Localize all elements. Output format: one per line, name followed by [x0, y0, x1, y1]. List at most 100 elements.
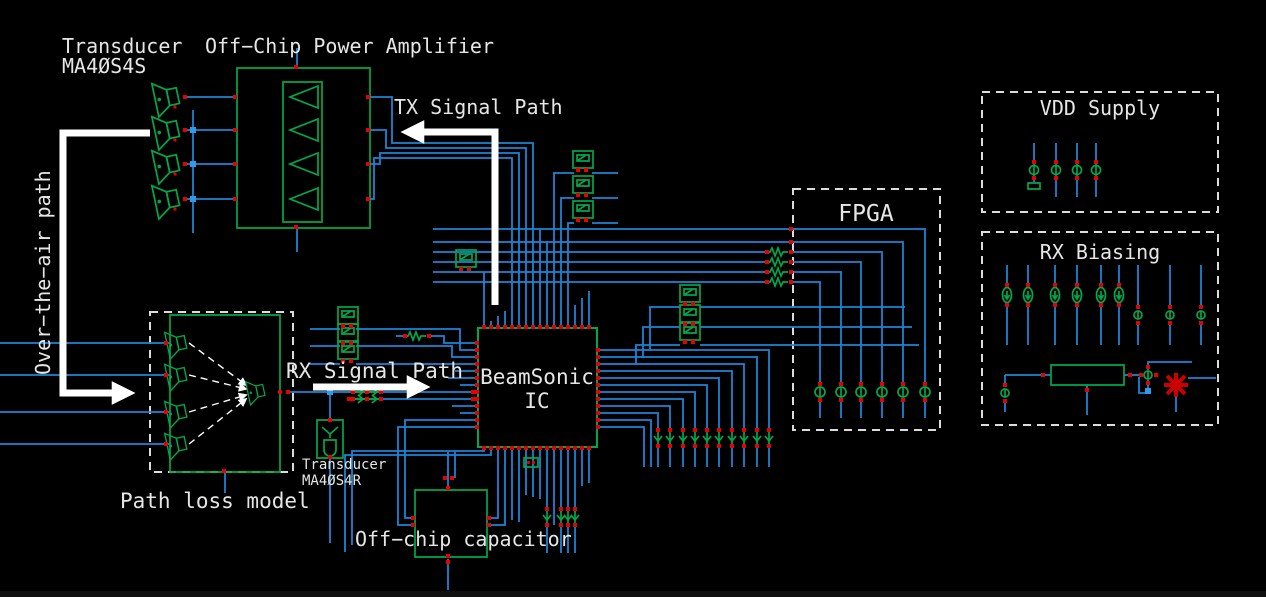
- bias-source-icon: [1000, 388, 1010, 398]
- wire: [341, 327, 352, 335]
- pin: [489, 446, 493, 450]
- wire: [599, 398, 684, 429]
- wire: [792, 271, 842, 384]
- wire: [792, 261, 862, 384]
- probe-icon: [337, 306, 359, 325]
- current-source-icon: [1049, 286, 1061, 304]
- pin: [880, 382, 884, 386]
- pin: [341, 341, 345, 345]
- pin: [328, 455, 332, 459]
- pin: [349, 324, 353, 328]
- wire: [1051, 291, 1059, 301]
- shape: [1049, 286, 1061, 304]
- pin: [233, 128, 237, 132]
- pin: [183, 197, 187, 201]
- wire: [563, 510, 573, 524]
- shape: [249, 391, 253, 395]
- pin: [552, 446, 556, 450]
- wire: [163, 400, 180, 430]
- bottom-strip: [0, 591, 1266, 597]
- pin: [730, 444, 734, 448]
- pin: [341, 324, 345, 328]
- pin: [328, 418, 332, 422]
- wire: [599, 384, 708, 429]
- wire: [150, 149, 171, 186]
- pin: [545, 325, 549, 329]
- off-chip-capacitor-label: Off−chip capacitor: [355, 527, 572, 551]
- pin: [475, 383, 479, 387]
- wire: [649, 306, 680, 350]
- pin: [596, 369, 600, 373]
- dashed-boxes: [149, 91, 1219, 473]
- component-outline: [1027, 182, 1041, 190]
- rx-biasing-box: [981, 231, 1219, 426]
- pin: [596, 355, 600, 359]
- shape: [572, 150, 594, 169]
- wire: [430, 335, 476, 344]
- wire: [576, 204, 587, 212]
- pin: [475, 425, 479, 429]
- component-outline: [287, 117, 319, 143]
- shape: [1022, 286, 1034, 304]
- wire: [690, 431, 700, 445]
- rx-transducer-label-line1: Transducer: [302, 457, 386, 473]
- shape: [169, 444, 173, 448]
- pin: [818, 382, 822, 386]
- pin: [1075, 283, 1079, 287]
- pin: [705, 444, 709, 448]
- wire: [767, 265, 788, 279]
- pin: [596, 411, 600, 415]
- pin: [475, 418, 479, 422]
- pin: [475, 355, 479, 359]
- io-source-icon: [855, 386, 867, 398]
- pin: [531, 446, 535, 450]
- voltage-source-icon: [1090, 163, 1102, 177]
- wire: [683, 288, 694, 296]
- pin: [365, 390, 369, 394]
- component-outline: [323, 439, 337, 457]
- wire: [752, 431, 762, 445]
- pin: [683, 322, 687, 326]
- pin: [524, 325, 528, 329]
- pin: [923, 382, 927, 386]
- wire: [542, 510, 552, 524]
- component-outline: [287, 151, 319, 177]
- pin: [1075, 303, 1079, 307]
- pin: [596, 376, 600, 380]
- path-loss-speaker-icon: [163, 400, 188, 430]
- pin: [1075, 160, 1079, 164]
- pin: [559, 325, 563, 329]
- pin: [1085, 388, 1089, 392]
- pin: [1003, 399, 1007, 403]
- diode-icon: [764, 431, 774, 445]
- pin: [789, 260, 793, 264]
- wire: [653, 431, 663, 445]
- pin: [566, 523, 570, 527]
- shape: [157, 130, 162, 135]
- pin: [531, 325, 535, 329]
- pin: [559, 507, 563, 511]
- shape: [572, 175, 594, 194]
- probe-icon: [679, 322, 701, 341]
- symbols: [150, 82, 1206, 524]
- pin: [859, 382, 863, 386]
- pin: [1136, 321, 1140, 325]
- wire: [678, 431, 688, 445]
- pin: [366, 162, 370, 166]
- pin: [1099, 303, 1103, 307]
- pin: [596, 418, 600, 422]
- wire: [1147, 361, 1192, 370]
- pin: [286, 390, 290, 394]
- pin: [471, 397, 475, 401]
- rx-biasing-title: RX Biasing: [1040, 240, 1160, 264]
- wire: [683, 326, 694, 334]
- shape: [455, 249, 477, 268]
- pin: [164, 442, 168, 446]
- wire: [599, 349, 770, 429]
- shape: [337, 323, 359, 342]
- pin: [341, 359, 345, 363]
- pin: [503, 446, 507, 450]
- wire: [368, 394, 380, 404]
- over-the-air-path-label: Over−the−air path: [31, 170, 55, 375]
- pin: [767, 444, 771, 448]
